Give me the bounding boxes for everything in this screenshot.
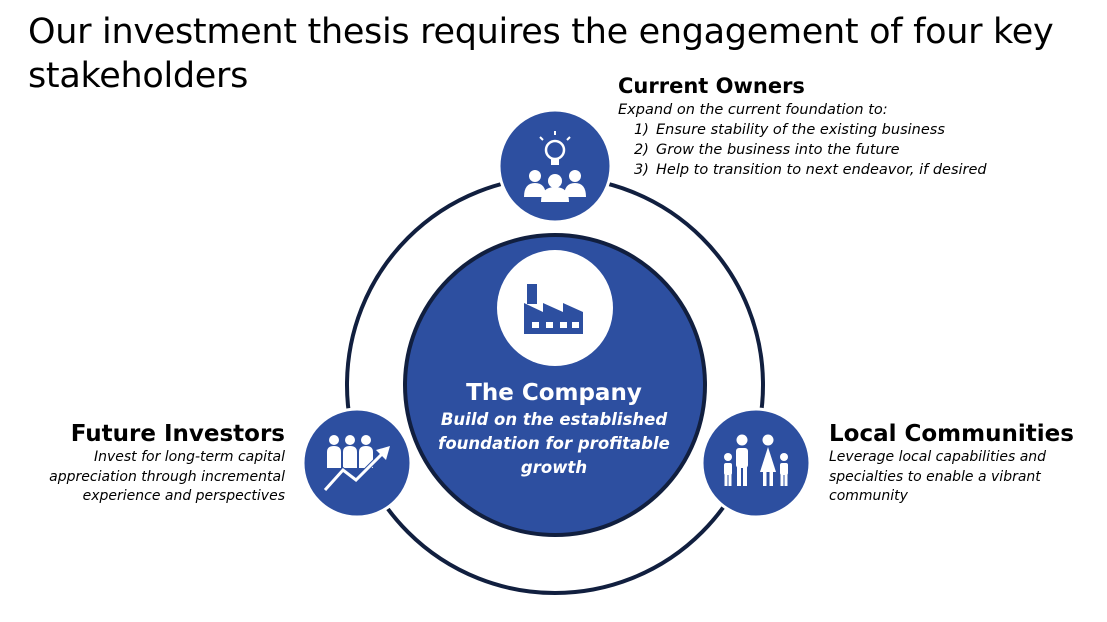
company-heading: The Company	[466, 380, 642, 406]
factory-icon	[524, 284, 583, 334]
communities-heading: Local Communities	[829, 421, 1074, 447]
page-title: Our investment thesis requires the engag…	[28, 12, 1054, 96]
growth-team-icon	[323, 435, 390, 492]
investors-description: Invest for long-term capital appreciatio…	[49, 449, 285, 504]
list-item: 3)Help to transition to next endeavor, i…	[634, 162, 987, 178]
company-text: The Company Build on the established fou…	[430, 378, 678, 480]
owners-list: 1)Ensure stability of the existing busin…	[618, 120, 1098, 180]
communities-node	[700, 407, 812, 519]
owners-intro: Expand on the current foundation to:	[618, 102, 888, 118]
owners-heading: Current Owners	[618, 74, 805, 98]
owners-node	[497, 108, 613, 224]
list-item: 1)Ensure stability of the existing busin…	[634, 122, 945, 138]
owners-block: Current Owners Expand on the current fou…	[618, 72, 1098, 180]
company-description: Build on the established foundation for …	[438, 410, 670, 477]
company-circle	[403, 233, 707, 537]
investors-heading: Future Investors	[70, 421, 285, 447]
investors-block: Future Investors Invest for long-term ca…	[20, 420, 285, 507]
communities-description: Leverage local capabilities and specialt…	[829, 449, 1047, 504]
list-item: 2)Grow the business into the future	[634, 142, 900, 158]
family-icon	[724, 434, 788, 486]
communities-block: Local Communities Leverage local capabil…	[829, 420, 1089, 507]
lightbulb-team-icon	[524, 131, 586, 202]
company-icon-badge	[497, 250, 613, 366]
